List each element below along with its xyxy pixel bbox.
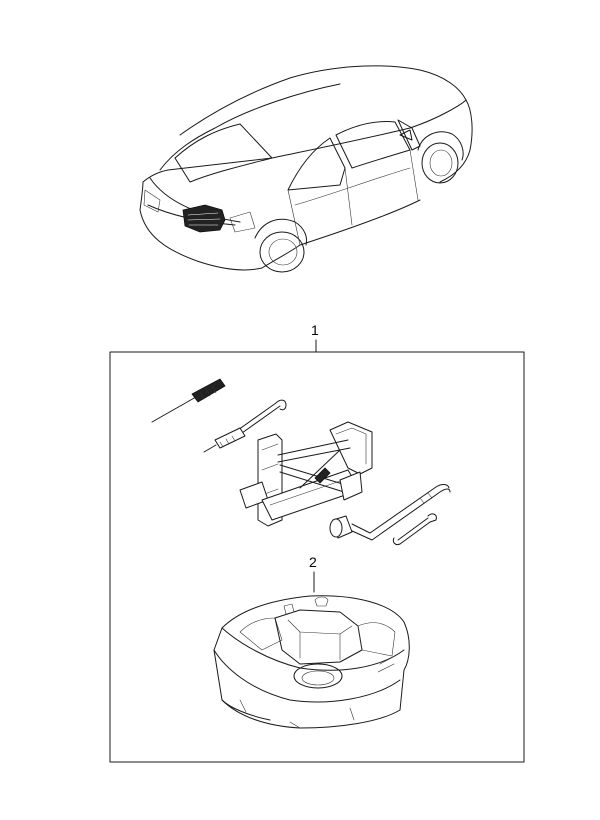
scissor-jack-icon bbox=[239, 421, 373, 527]
hook-tool-icon bbox=[237, 399, 287, 434]
vehicle-illustration bbox=[139, 65, 473, 273]
trunk-location-marker bbox=[182, 204, 226, 233]
kit-frame bbox=[109, 351, 525, 763]
tow-hook-icon bbox=[203, 427, 246, 453]
callout-label-1: 1 bbox=[311, 322, 319, 338]
callout-label-2: 2 bbox=[309, 554, 317, 570]
spanner-icon bbox=[392, 513, 437, 545]
screwdriver-icon bbox=[151, 378, 226, 423]
wheel-wrench-icon bbox=[329, 484, 451, 541]
tool-tray-icon bbox=[213, 595, 410, 729]
